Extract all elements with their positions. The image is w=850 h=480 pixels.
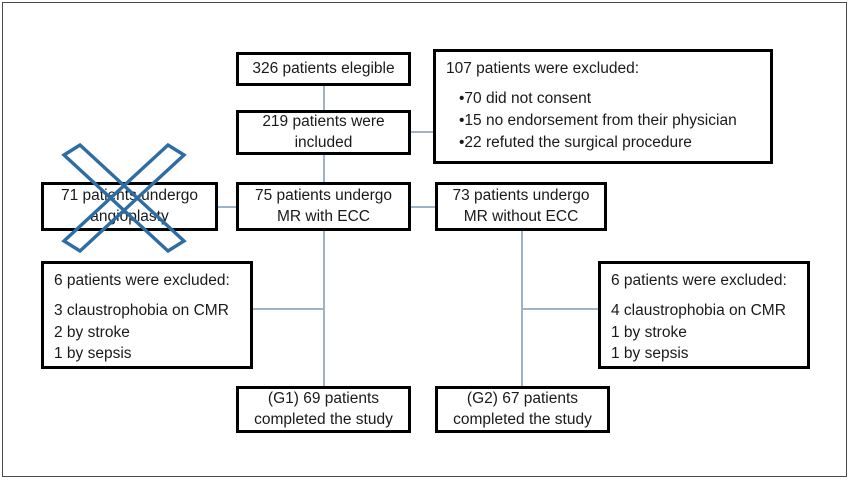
- node-angioplasty[interactable]: 71 patients undergo angioplasty: [41, 182, 218, 231]
- node-angioplasty-line1: 71 patients undergo: [60, 187, 199, 205]
- connector-mr-with-ecc-to-angioplasty: [216, 206, 238, 208]
- node-excluded-right-item-1: 4 claustrophobia on CMR: [611, 302, 786, 320]
- node-completed-g1-line1: (G1) 69 patients: [267, 390, 380, 408]
- node-completed-g1-line2: completed the study: [254, 410, 393, 428]
- node-excluded-left-title: 6 patients were excluded:: [54, 272, 230, 289]
- node-excluded-right-item-3: 1 by sepsis: [611, 344, 689, 362]
- node-excluded-top[interactable]: 107 patients were excluded: •70 did not …: [433, 49, 773, 164]
- node-eligible-text: 326 patients elegible: [252, 59, 395, 77]
- node-excluded-right-item-2: 1 by stroke: [611, 323, 687, 341]
- node-excluded-top-item-3: •22 refuted the surgical procedure: [459, 134, 692, 152]
- connector-included-to-mr-with-ecc: [323, 154, 325, 184]
- node-mr-without-ecc-line2: MR without ECC: [463, 207, 579, 225]
- node-excluded-left-item-2: 2 by stroke: [54, 323, 130, 341]
- node-included-line1: 219 patients were: [262, 113, 385, 131]
- node-excluded-left[interactable]: 6 patients were excluded: 3 claustrophob…: [41, 261, 253, 369]
- connector-included-to-excluded-top: [410, 131, 435, 133]
- node-eligible[interactable]: 326 patients elegible: [236, 52, 411, 86]
- node-completed-g2[interactable]: (G2) 67 patients completed the study: [435, 386, 610, 433]
- node-included-line2: included: [294, 133, 353, 151]
- node-excluded-top-list: •70 did not consent •15 no endorsement f…: [446, 88, 760, 154]
- node-mr-with-ecc-line2: MR with ECC: [276, 207, 370, 225]
- connector-mr-with-ecc-to-mr-without-ecc: [408, 206, 437, 208]
- node-excluded-top-item-1: •70 did not consent: [459, 90, 592, 108]
- node-mr-with-ecc[interactable]: 75 patients undergo MR with ECC: [236, 182, 411, 231]
- node-excluded-top-item-2: •15 no endorsement from their physician: [459, 112, 737, 130]
- node-angioplasty-line2: angioplasty: [90, 207, 169, 225]
- node-excluded-top-title: 107 patients were excluded:: [446, 60, 640, 77]
- node-completed-g2-line1: (G2) 67 patients: [466, 390, 579, 408]
- node-excluded-left-item-1: 3 claustrophobia on CMR: [54, 302, 229, 320]
- node-mr-without-ecc-line1: 73 patients undergo: [452, 187, 590, 205]
- node-mr-with-ecc-line1: 75 patients undergo: [254, 187, 393, 205]
- node-completed-g2-line2: completed the study: [453, 410, 592, 428]
- connector-g2-branch-to-excluded-right: [521, 308, 598, 310]
- node-excluded-right[interactable]: 6 patients were excluded: 4 claustrophob…: [598, 261, 810, 369]
- node-included[interactable]: 219 patients were included: [236, 110, 411, 155]
- connector-g1-branch-to-excluded-left: [253, 308, 324, 310]
- node-excluded-left-item-3: 1 by sepsis: [54, 344, 132, 362]
- connector-mr-with-ecc-to-g1: [323, 230, 325, 388]
- node-completed-g1[interactable]: (G1) 69 patients completed the study: [236, 386, 411, 433]
- connector-eligible-to-included: [323, 85, 325, 112]
- node-mr-without-ecc[interactable]: 73 patients undergo MR without ECC: [435, 182, 607, 231]
- node-excluded-right-title: 6 patients were excluded:: [611, 272, 787, 289]
